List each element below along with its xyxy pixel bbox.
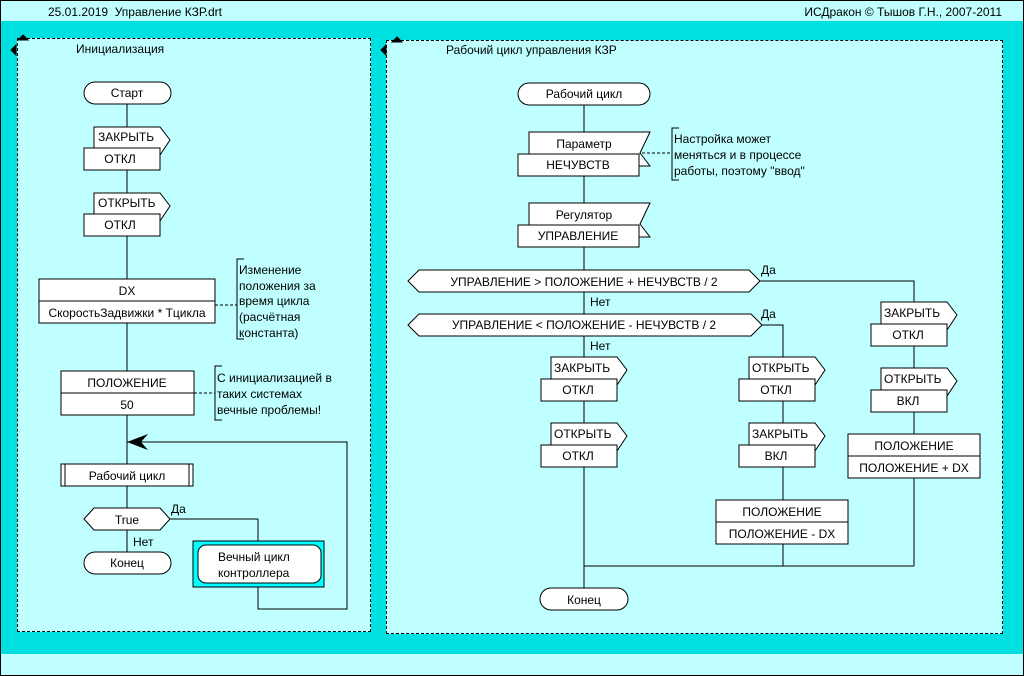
svg-text:(расчётная: (расчётная <box>239 310 300 324</box>
insertion-label: Рабочий цикл <box>89 469 166 483</box>
start-label: Рабочий цикл <box>546 87 623 101</box>
end-block[interactable]: Конец <box>539 587 629 611</box>
svg-text:вечные проблемы!: вечные проблемы! <box>217 403 321 417</box>
panel-title: Рабочий цикл управления КЗР <box>446 43 617 57</box>
svg-text:Изменение: Изменение <box>239 263 302 277</box>
output-signal: ЗАКРЫТЬ <box>752 427 808 441</box>
input-name: Регулятор <box>556 208 613 222</box>
svg-text:положения за: положения за <box>239 279 316 293</box>
input-value: УПРАВЛЕНИЕ <box>538 229 619 243</box>
output-value: ОТКЛ <box>760 383 792 397</box>
connector-line <box>762 324 784 566</box>
output-block[interactable]: ЗАКРЫТЬ ВКЛ <box>738 422 826 468</box>
output-signal: ЗАКРЫТЬ <box>98 130 154 144</box>
input-block[interactable]: Параметр НЕЧУВСТВ <box>517 131 652 177</box>
output-signal: ОТКРЫТЬ <box>884 372 942 386</box>
arrow-icon <box>127 434 148 450</box>
output-block[interactable]: ОТКРЫТЬ ОТКЛ <box>738 356 826 402</box>
output-block[interactable]: ОТКРЫТЬ ОТКЛ <box>540 422 628 468</box>
connector-line <box>127 441 348 610</box>
svg-text:С инициализацией в: С инициализацией в <box>217 371 332 385</box>
action-value: ПОЛОЖЕНИЕ + DX <box>859 461 969 475</box>
output-signal: ЗАКРЫТЬ <box>884 306 940 320</box>
svg-text:меняться и в процессе: меняться и в процессе <box>674 148 802 162</box>
panel-marker-icon <box>380 43 387 57</box>
end-label: Конец <box>110 556 144 570</box>
comment-bracket <box>236 258 244 340</box>
question-block[interactable]: УПРАВЛЕНИЕ > ПОЛОЖЕНИЕ + НЕЧУВСТВ / 2 <box>407 269 761 293</box>
action-value: ПОЛОЖЕНИЕ - DX <box>729 527 835 541</box>
end-label: Конец <box>567 593 601 607</box>
file-title: 25.01.2019 Управление КЗР.drt <box>48 5 222 19</box>
output-signal: ОТКРЫТЬ <box>752 361 810 375</box>
output-value: ОТКЛ <box>104 152 136 166</box>
output-signal: ОТКРЫТЬ <box>554 427 612 441</box>
action-block[interactable]: ПОЛОЖЕНИЕ 50 <box>60 370 195 416</box>
yes-label: Да <box>761 307 776 321</box>
svg-text:работы, поэтому "ввод": работы, поэтому "ввод" <box>674 164 805 178</box>
comment-bracket <box>671 127 679 181</box>
question-label: УПРАВЛЕНИЕ > ПОЛОЖЕНИЕ + НЕЧУВСТВ / 2 <box>450 275 717 289</box>
start-block[interactable]: Рабочий цикл <box>517 82 651 106</box>
output-value: ВКЛ <box>897 394 920 408</box>
comment-bracket <box>214 365 222 421</box>
question-block[interactable]: УПРАВЛЕНИЕ < ПОЛОЖЕНИЕ - НЕЧУВСТВ / 2 <box>407 313 763 337</box>
panel-marker-icon <box>10 43 17 57</box>
yes-label: Да <box>761 263 776 277</box>
panel-marker-icon <box>16 34 30 41</box>
input-name: Параметр <box>556 137 612 151</box>
action-value: СкоростьЗадвижки * Тцикла <box>48 306 205 320</box>
output-value: ВКЛ <box>765 449 788 463</box>
input-value: НЕЧУВСТВ <box>546 158 610 172</box>
action-name: DX <box>119 284 136 298</box>
output-signal: ЗАКРЫТЬ <box>554 361 610 375</box>
action-block[interactable]: ПОЛОЖЕНИЕ ПОЛОЖЕНИЕ - DX <box>715 499 849 545</box>
yes-label: Да <box>171 502 186 516</box>
footer-bar <box>1 654 1023 674</box>
svg-text:время цикла: время цикла <box>239 294 310 308</box>
copyright-label: ИСДракон © Тышов Г.Н., 2007-2011 <box>804 5 1002 19</box>
action-block[interactable]: ПОЛОЖЕНИЕ ПОЛОЖЕНИЕ + DX <box>847 433 981 479</box>
output-value: ОТКЛ <box>104 218 136 232</box>
svg-text:Настройка может: Настройка может <box>674 132 772 146</box>
start-block[interactable]: Старт <box>83 81 172 105</box>
comment-text: С инициализацией в таких системах вечные… <box>217 371 332 417</box>
insertion-block[interactable]: Рабочий цикл <box>60 463 194 487</box>
no-label: Нет <box>590 295 611 309</box>
svg-text:контроллера: контроллера <box>218 566 290 580</box>
output-block[interactable]: ЗАКРЫТЬ ОТКЛ <box>83 126 171 171</box>
output-block[interactable]: ОТКРЫТЬ ОТКЛ <box>83 192 171 237</box>
panel-title: Инициализация <box>76 42 164 56</box>
action-name: ПОЛОЖЕНИЕ <box>874 439 953 453</box>
output-value: ОТКЛ <box>892 328 924 342</box>
output-block[interactable]: ЗАКРЫТЬ ОТКЛ <box>870 301 958 347</box>
end-block[interactable]: Конец <box>83 551 172 575</box>
no-label: Нет <box>133 535 154 549</box>
question-block[interactable]: True <box>83 507 171 531</box>
output-value: ОТКЛ <box>562 383 594 397</box>
action-block[interactable]: DX СкоростьЗадвижки * Тцикла <box>38 278 216 324</box>
panel-marker-icon <box>390 36 404 43</box>
question-label: УПРАВЛЕНИЕ < ПОЛОЖЕНИЕ - НЕЧУВСТВ / 2 <box>452 318 716 332</box>
header-bar: 25.01.2019 Управление КЗР.drt ИСДракон ©… <box>1 1 1023 21</box>
question-label: True <box>115 513 140 527</box>
output-value: ОТКЛ <box>562 449 594 463</box>
comment-text: Изменение положения за время цикла (расч… <box>239 263 316 340</box>
action-name: ПОЛОЖЕНИЕ <box>742 505 821 519</box>
output-signal: ОТКРЫТЬ <box>98 196 156 210</box>
svg-text:таких системах: таких системах <box>217 387 302 401</box>
svg-text:Вечный цикл: Вечный цикл <box>218 550 290 564</box>
action-value: 50 <box>120 398 134 412</box>
loop-block[interactable]: Вечный цикл контроллера <box>192 540 325 588</box>
output-block[interactable]: ОТКРЫТЬ ВКЛ <box>870 367 958 413</box>
no-label: Нет <box>590 339 611 353</box>
panel-initialization <box>17 38 371 632</box>
input-block[interactable]: Регулятор УПРАВЛЕНИЕ <box>517 202 652 248</box>
comment-text: Настройка может меняться и в процессе ра… <box>674 132 805 178</box>
svg-text:константа): константа) <box>239 326 298 340</box>
action-name: ПОЛОЖЕНИЕ <box>87 376 166 390</box>
output-block[interactable]: ЗАКРЫТЬ ОТКЛ <box>540 356 628 402</box>
start-label: Старт <box>111 86 144 100</box>
